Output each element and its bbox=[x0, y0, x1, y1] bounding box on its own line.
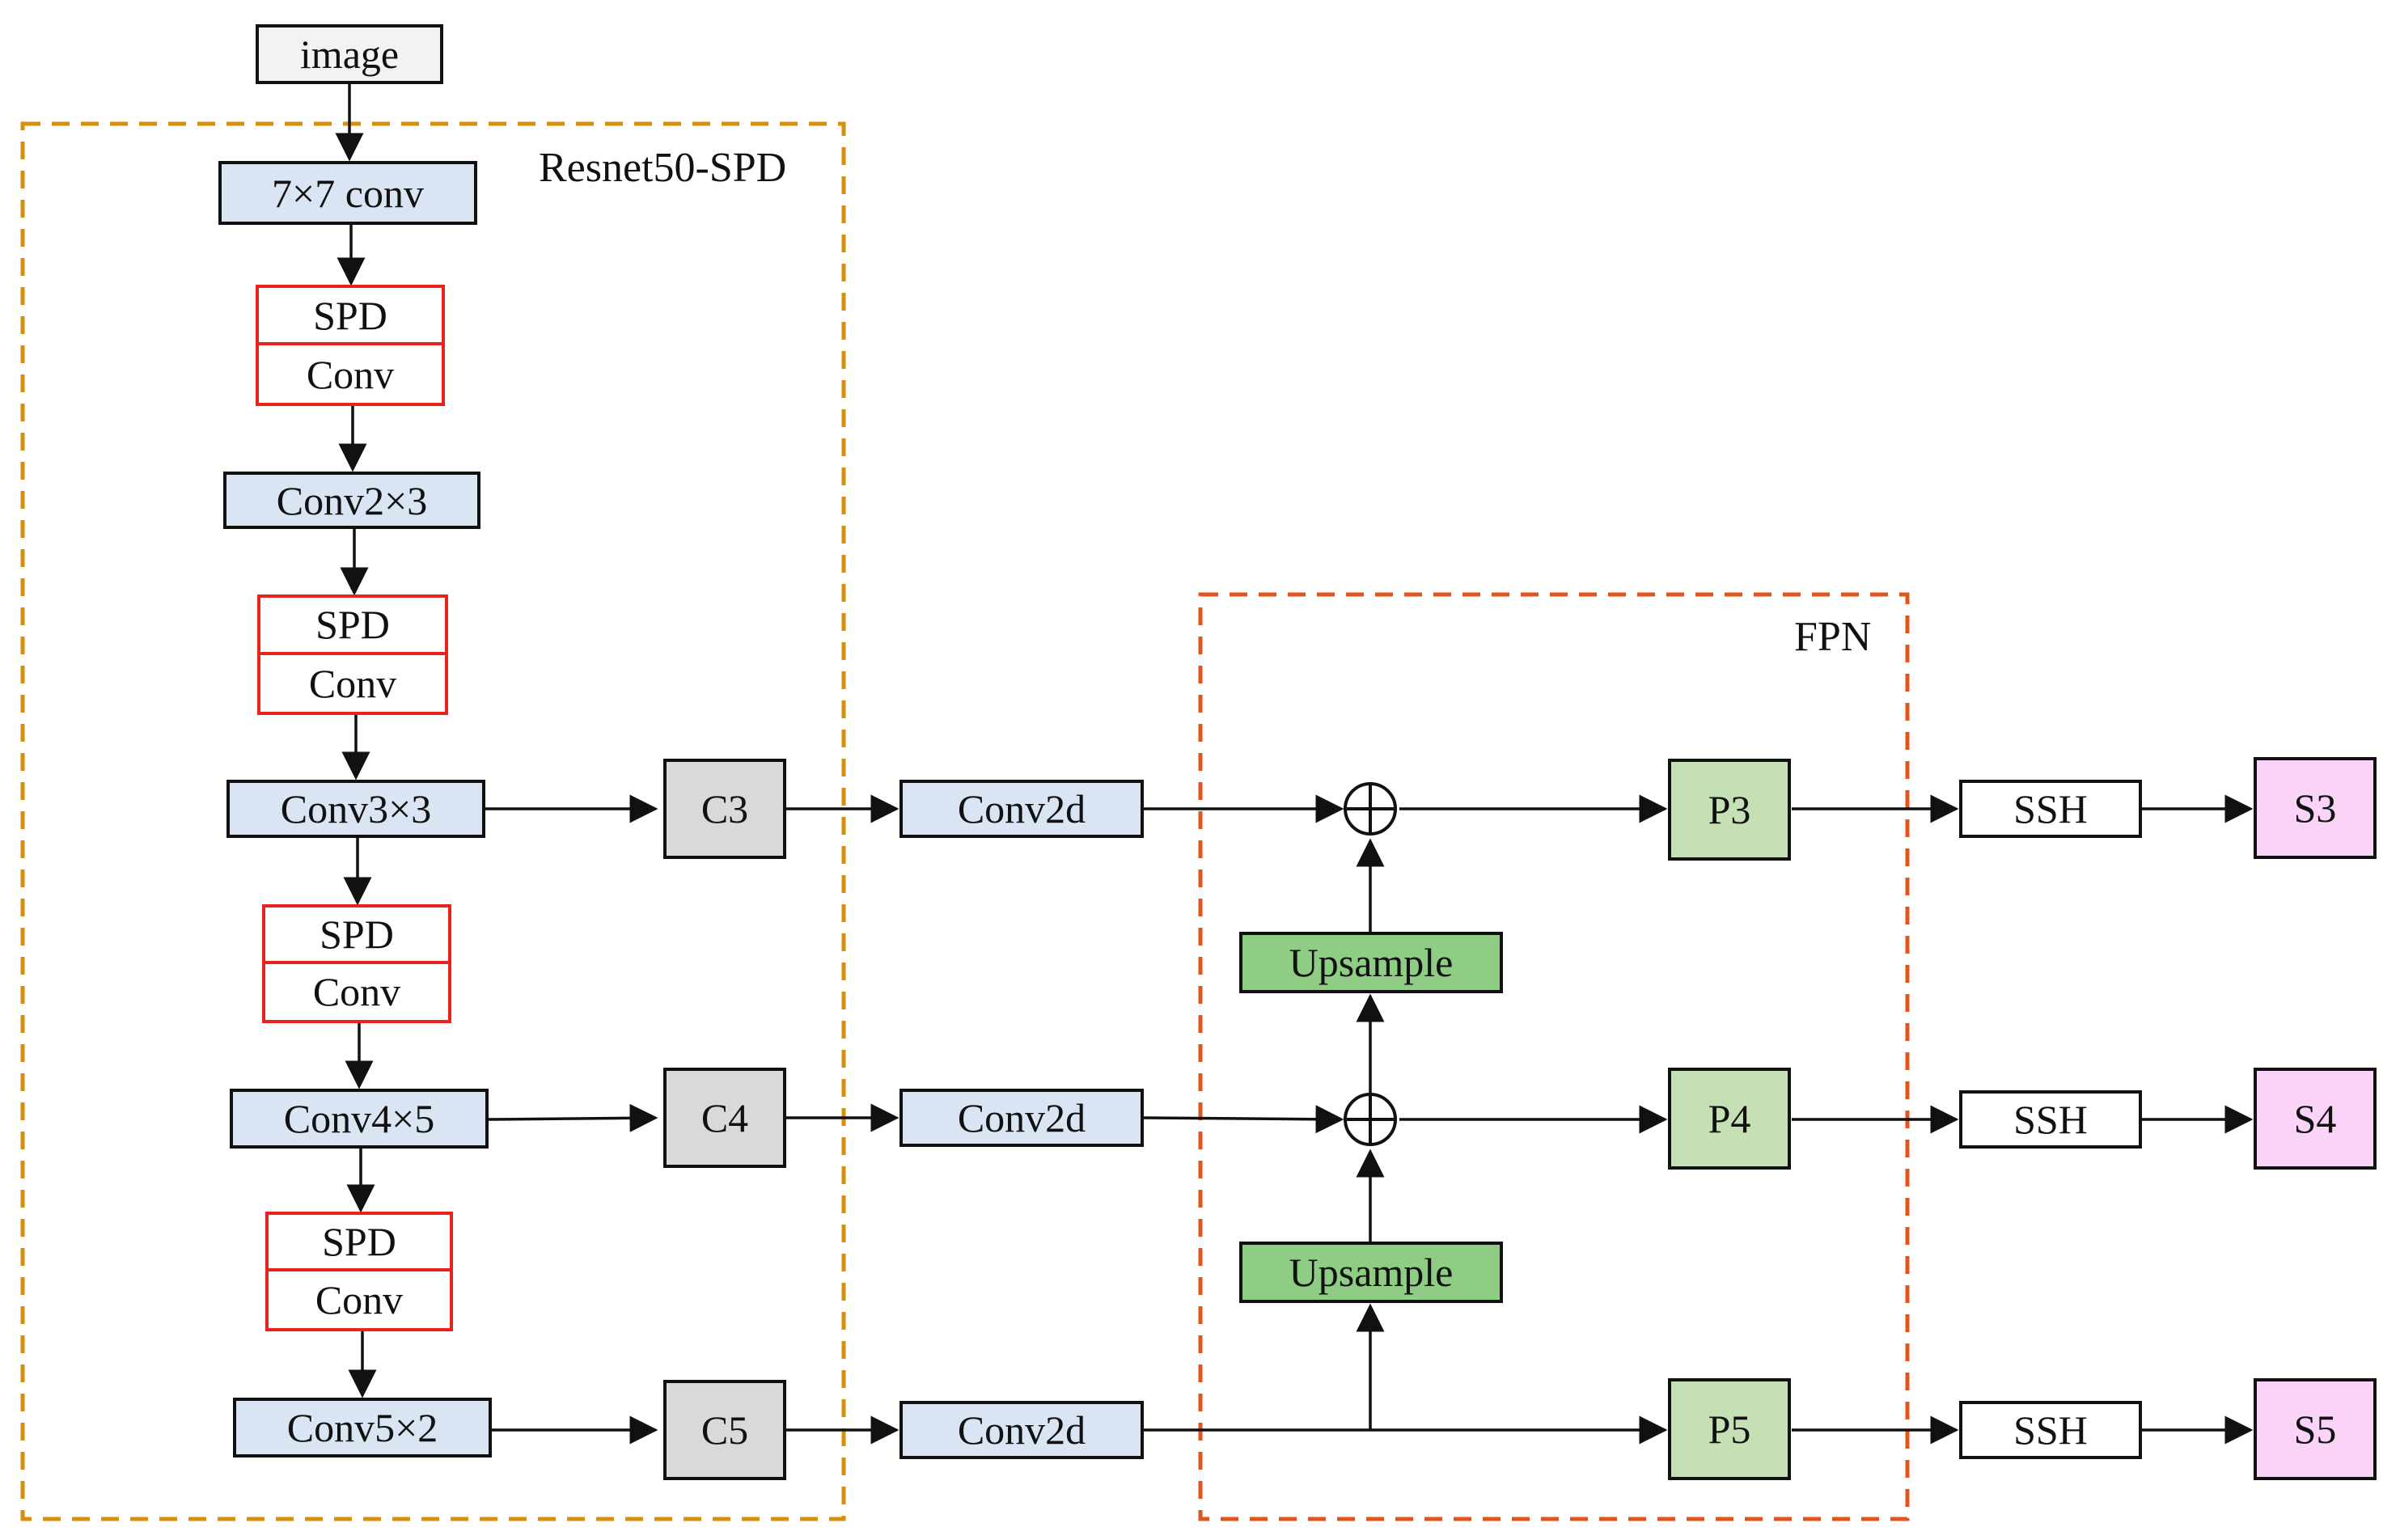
c3-node: C3 bbox=[663, 759, 786, 859]
image-input-node: image bbox=[256, 24, 443, 84]
backbone-region bbox=[20, 121, 846, 1521]
spd-label: SPD bbox=[259, 288, 442, 345]
ssh-node-row3: SSH bbox=[1959, 780, 2142, 838]
spd-conv-block-2: SPD Conv bbox=[257, 594, 448, 715]
p4-node: P4 bbox=[1668, 1068, 1791, 1170]
conv4-node: Conv4×5 bbox=[230, 1089, 489, 1149]
conv-label: Conv bbox=[306, 351, 395, 397]
s5-node: S5 bbox=[2254, 1378, 2377, 1480]
spd-conv-block-4: SPD Conv bbox=[265, 1212, 453, 1331]
add-op-row4 bbox=[1344, 1093, 1397, 1146]
s4-node: S4 bbox=[2254, 1068, 2377, 1170]
conv2-node: Conv2×3 bbox=[223, 472, 480, 529]
conv-label: Conv bbox=[308, 660, 397, 706]
conv3-node: Conv3×3 bbox=[226, 780, 485, 838]
conv-label: Conv bbox=[312, 969, 401, 1015]
spd-label: SPD bbox=[265, 908, 448, 964]
c4-node: C4 bbox=[663, 1068, 786, 1168]
spd-conv-block-3: SPD Conv bbox=[262, 904, 451, 1023]
ssh-node-row5: SSH bbox=[1959, 1401, 2142, 1459]
p5-node: P5 bbox=[1668, 1378, 1791, 1480]
edge-conv2d-add4 bbox=[1143, 1105, 1344, 1134]
edge-conv4-c4 bbox=[488, 1103, 658, 1132]
spd-conv-block-1: SPD Conv bbox=[256, 285, 445, 406]
s3-node: S3 bbox=[2254, 757, 2377, 859]
conv2d-node-row4: Conv2d bbox=[899, 1089, 1144, 1147]
upsample-node-2: Upsample bbox=[1239, 1242, 1503, 1303]
conv5-node: Conv5×2 bbox=[233, 1398, 492, 1458]
conv-label: Conv bbox=[315, 1277, 404, 1322]
conv2d-node-row5: Conv2d bbox=[899, 1401, 1144, 1459]
spd-label: SPD bbox=[269, 1215, 450, 1271]
ssh-node-row4: SSH bbox=[1959, 1090, 2142, 1149]
backbone-region-label: Resnet50-SPD bbox=[539, 145, 787, 191]
spd-label: SPD bbox=[260, 598, 445, 655]
conv7-node: 7×7 conv bbox=[218, 161, 477, 225]
upsample-node-1: Upsample bbox=[1239, 932, 1503, 993]
conv2d-node-row3: Conv2d bbox=[899, 780, 1144, 838]
fpn-region bbox=[1198, 592, 1910, 1521]
fpn-region-label: FPN bbox=[1794, 614, 1872, 660]
c5-node: C5 bbox=[663, 1380, 786, 1480]
p3-node: P3 bbox=[1668, 759, 1791, 861]
add-op-row3 bbox=[1344, 782, 1397, 836]
